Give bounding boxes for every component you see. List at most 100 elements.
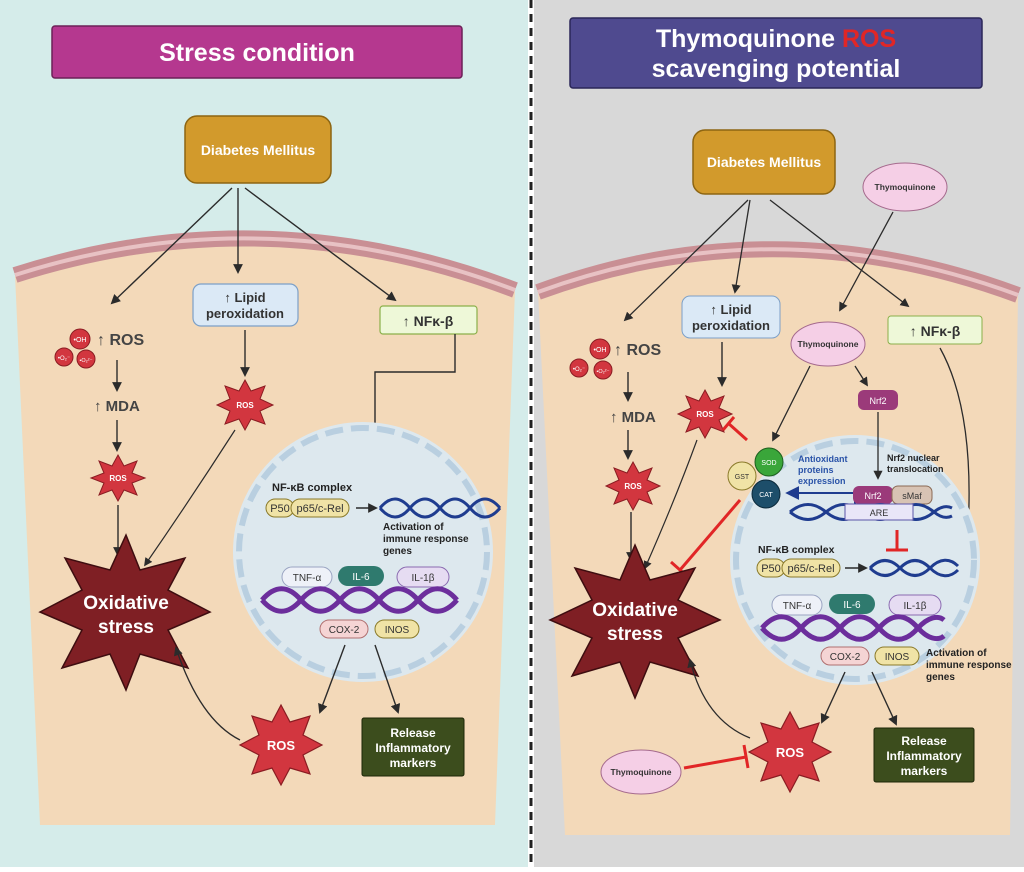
left-release-box — [361, 717, 465, 777]
inhibit-lipid-ros — [726, 421, 749, 442]
left-tnf-pill — [281, 566, 333, 588]
left-nucleus — [233, 422, 493, 682]
nrf2-cytoplasm — [858, 390, 898, 410]
svg-text:↑ NFκ-β: ↑ NFκ-β — [403, 313, 454, 329]
left-ros-up-label: ↑ ROS — [97, 332, 144, 349]
svg-text:•OH: •OH — [594, 347, 607, 354]
svg-text:Release: Release — [901, 734, 947, 748]
right-title-banner — [569, 17, 983, 89]
right-dna-small — [868, 558, 960, 578]
svg-text:ARE: ARE — [870, 508, 889, 518]
right-inos-pill — [874, 646, 920, 666]
superoxide-radical — [54, 347, 74, 367]
svg-text:ROS: ROS — [624, 482, 642, 491]
svg-text:genes: genes — [926, 672, 955, 683]
left-panel: Stress condition Diabetes Mellitus •OH •… — [0, 0, 528, 867]
left-nfkb-box — [379, 305, 478, 335]
arrow-diabetes-to-ros — [110, 187, 233, 305]
right-lipid-box — [681, 295, 781, 339]
thymoquinone-bottom — [600, 749, 682, 795]
left-ros-burst-large — [238, 703, 324, 787]
svg-text:translocation: translocation — [887, 464, 944, 474]
left-il6-pill — [338, 566, 384, 586]
svg-text:↑ Lipid: ↑ Lipid — [224, 290, 265, 305]
svg-text:Thymoquinone: Thymoquinone — [611, 767, 672, 777]
right-panel: Thymoquinone ROS scavenging potential Di… — [534, 0, 1024, 867]
right-ros-burst-large — [747, 710, 833, 794]
svg-text:Oxidative: Oxidative — [592, 600, 678, 621]
inhibit-ros — [683, 755, 747, 770]
svg-text:Release: Release — [390, 726, 436, 740]
svg-text:↑ ROS: ↑ ROS — [614, 342, 661, 359]
svg-text:expression: expression — [798, 476, 846, 486]
svg-text:TNF-α: TNF-α — [783, 601, 812, 612]
left-title: Stress condition — [159, 39, 355, 67]
svg-text:INOS: INOS — [385, 625, 410, 636]
left-dna-large — [260, 586, 459, 614]
svg-text:Diabetes Mellitus: Diabetes Mellitus — [707, 154, 822, 170]
svg-text:•O₂⁻: •O₂⁻ — [58, 356, 70, 362]
left-nfkb-complex-label: NF-κB complex — [272, 482, 353, 494]
svg-text:peroxidation: peroxidation — [692, 318, 770, 333]
arrow-diabetes-to-nfkb — [244, 187, 397, 302]
peroxide-radical — [76, 349, 96, 369]
right-diabetes-box — [692, 129, 836, 195]
svg-text:IL-1β: IL-1β — [904, 601, 927, 612]
right-title-line2: scavenging potential — [652, 55, 901, 83]
svg-text:stress: stress — [607, 624, 663, 645]
sod-enzyme — [754, 447, 784, 477]
svg-text:Inflammatory: Inflammatory — [886, 749, 962, 763]
left-lipid-box — [192, 283, 299, 327]
svg-text:Oxidative: Oxidative — [83, 593, 169, 614]
left-mda-label: ↑ MDA — [94, 398, 140, 415]
svg-text:Nrf2 nuclear: Nrf2 nuclear — [887, 453, 940, 463]
left-diabetes-box — [184, 115, 332, 184]
right-oxidative-stress-burst — [548, 543, 722, 700]
right-tnf-pill — [771, 594, 823, 616]
svg-text:•O₂⁻: •O₂⁻ — [573, 367, 585, 373]
left-oxidative-stress-burst — [38, 533, 212, 692]
left-p65-pill — [290, 498, 350, 518]
left-cox2-pill — [319, 619, 369, 639]
svg-text:immune response: immune response — [926, 660, 1012, 671]
right-il6-pill — [829, 594, 875, 614]
svg-text:Thymoquinone: Thymoquinone — [875, 182, 936, 192]
svg-text:IL-6: IL-6 — [843, 600, 861, 611]
svg-text:•O₂²⁻: •O₂²⁻ — [596, 369, 609, 375]
right-nfkb-box — [887, 315, 983, 345]
left-inos-pill — [374, 619, 420, 639]
svg-text:IL-6: IL-6 — [352, 572, 370, 583]
svg-text:Thymoquinone: Thymoquinone — [798, 339, 859, 349]
svg-text:GST: GST — [735, 474, 750, 481]
left-diabetes-label: Diabetes Mellitus — [201, 142, 316, 158]
svg-text:↑ Lipid: ↑ Lipid — [710, 302, 751, 317]
right-cox2-pill — [820, 646, 870, 666]
svg-text:markers: markers — [390, 756, 437, 770]
svg-text:SOD: SOD — [761, 460, 776, 467]
svg-text:Activation of: Activation of — [926, 648, 987, 659]
are-element — [844, 503, 914, 521]
right-title-line1: Thymoquinone ROS — [656, 25, 896, 53]
svg-text:Activation of: Activation of — [383, 522, 444, 533]
svg-text:ROS: ROS — [236, 401, 254, 410]
svg-text:stress: stress — [98, 617, 154, 638]
inhibit-oxidative-stress — [678, 499, 742, 571]
svg-text:TNF-α: TNF-α — [293, 573, 322, 584]
cat-enzyme — [751, 479, 781, 509]
svg-text:ROS: ROS — [776, 745, 805, 760]
right-il1b-pill — [888, 594, 942, 616]
left-ros-burst-2 — [215, 378, 275, 432]
svg-text:CAT: CAT — [759, 492, 773, 499]
left-ros-burst-1 — [89, 453, 147, 503]
right-release-box — [873, 727, 975, 783]
hydroxyl-radical — [69, 328, 91, 350]
right-p65-pill — [781, 558, 841, 578]
svg-text:IL-1β: IL-1β — [412, 573, 435, 584]
left-title-banner — [51, 25, 463, 79]
svg-text:p65/c-Rel: p65/c-Rel — [787, 563, 834, 575]
thymoquinone-top — [862, 162, 948, 212]
svg-text:immune response: immune response — [383, 534, 469, 545]
svg-text:ROS: ROS — [109, 474, 127, 483]
